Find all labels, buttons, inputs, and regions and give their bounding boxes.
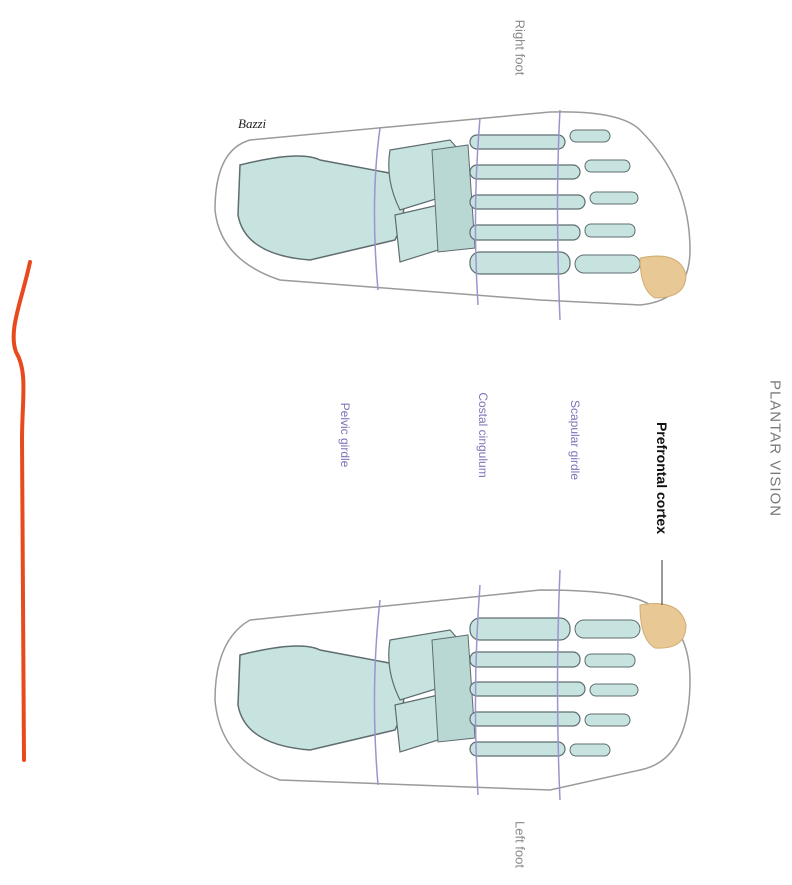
pelvic-girdle-label: Pelvic girdle <box>338 385 352 485</box>
right-big-toe-highlight <box>640 256 686 298</box>
left-metatarsal-3 <box>470 682 585 696</box>
scapular-girdle-label: Scapular girdle <box>568 385 582 495</box>
prefrontal-cortex-label: Prefrontal cortex <box>654 408 670 548</box>
right-phalanx-5 <box>575 255 640 273</box>
right-phalanx-1 <box>570 130 610 142</box>
right-metatarsal-2 <box>470 165 580 179</box>
red-stroke <box>14 262 30 760</box>
signature: Bazzi <box>238 116 267 131</box>
left-metatarsal-5 <box>470 742 565 756</box>
left-cuneiform <box>432 635 475 742</box>
right-calcaneus <box>238 156 404 260</box>
left-metatarsal-4 <box>470 712 580 726</box>
right-foot: Bazzi <box>215 110 690 320</box>
right-phalanx-4 <box>585 224 635 237</box>
left-foot <box>215 560 690 800</box>
right-phalanx-2 <box>585 160 630 172</box>
left-big-toe-highlight <box>640 604 686 649</box>
left-metatarsal-1 <box>470 618 570 640</box>
left-phalanx-2 <box>585 654 635 667</box>
left-phalanx-5 <box>570 744 610 756</box>
figure-title: PLANTAR VISION <box>767 369 784 529</box>
costal-cingulum-label: Costal cingulum <box>476 375 490 495</box>
right-metatarsal-4 <box>470 225 580 240</box>
left-phalanx-4 <box>585 714 630 726</box>
left-calcaneus <box>238 646 404 750</box>
right-foot-label: Right foot <box>513 8 528 88</box>
left-metatarsal-2 <box>470 652 580 667</box>
right-cuneiform <box>432 145 475 252</box>
right-metatarsal-3 <box>470 195 585 209</box>
right-metatarsal-1 <box>470 135 565 149</box>
right-metatarsal-5 <box>470 252 570 274</box>
left-phalanx-3 <box>590 684 638 696</box>
right-phalanx-3 <box>590 192 638 204</box>
left-foot-label: Left foot <box>513 805 528 885</box>
left-phalanx-1 <box>575 620 640 638</box>
